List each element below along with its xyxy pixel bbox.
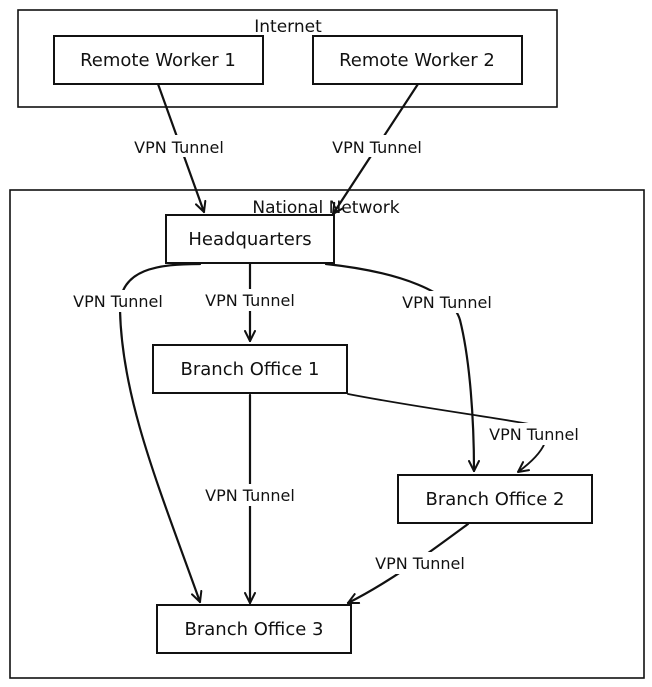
cluster-national-network xyxy=(9,189,645,679)
cluster-national-label: National Network xyxy=(252,198,399,218)
node-label: Remote Worker 2 xyxy=(339,50,495,71)
edge-label-bg xyxy=(120,135,238,157)
edge-labels: VPN Tunnel VPN Tunnel VPN Tunnel VPN Tun… xyxy=(58,135,593,574)
edge-label-rw1-hq: VPN Tunnel xyxy=(134,138,224,157)
nodes: Remote Worker 1 Remote Worker 2 Headquar… xyxy=(53,35,593,654)
edges xyxy=(118,82,548,605)
edge-label-bo1-bo2: VPN Tunnel xyxy=(489,425,579,444)
cluster-internet: Internet xyxy=(17,9,558,108)
cluster-internet-label: Internet xyxy=(254,17,322,37)
edge-label-bo2-bo3: VPN Tunnel xyxy=(375,554,465,573)
edge-label-bg xyxy=(192,289,308,311)
node-branch-office-3: Branch Office 3 xyxy=(156,604,352,654)
node-label: Headquarters xyxy=(188,229,311,250)
node-remote-worker-2: Remote Worker 2 xyxy=(312,35,523,85)
edge-label-bg xyxy=(475,423,593,445)
node-box xyxy=(152,344,348,394)
edge-label-hq-bo2: VPN Tunnel xyxy=(402,293,492,312)
node-box xyxy=(156,604,352,654)
node-box xyxy=(53,35,264,85)
node-label: Branch Office 2 xyxy=(426,489,565,510)
node-label: Remote Worker 1 xyxy=(80,50,236,71)
edge-label-hq-bo1: VPN Tunnel xyxy=(205,291,295,310)
node-headquarters: Headquarters xyxy=(165,214,335,264)
node-box xyxy=(312,35,523,85)
node-remote-worker-1: Remote Worker 1 xyxy=(53,35,264,85)
edge-label-bg xyxy=(361,552,479,574)
cluster-national-border xyxy=(9,189,645,679)
edge-label-hq-bo3: VPN Tunnel xyxy=(73,292,163,311)
node-box xyxy=(165,214,335,264)
cluster-internet-border xyxy=(17,9,558,108)
edge-hq-bo3 xyxy=(118,262,203,604)
edge-label-bg xyxy=(192,484,308,506)
edge-label-rw2-hq: VPN Tunnel xyxy=(332,138,422,157)
node-label: Branch Office 3 xyxy=(185,619,324,640)
edge-label-bg xyxy=(318,135,436,157)
node-branch-office-2: Branch Office 2 xyxy=(397,474,593,524)
edge-hq-bo2 xyxy=(324,262,480,473)
edge-label-bo1-bo3: VPN Tunnel xyxy=(205,486,295,505)
edge-label-bg xyxy=(58,290,178,312)
node-label: Branch Office 1 xyxy=(181,359,320,380)
edge-label-bg xyxy=(388,291,506,313)
node-box xyxy=(397,474,593,524)
node-branch-office-1: Branch Office 1 xyxy=(152,344,348,394)
